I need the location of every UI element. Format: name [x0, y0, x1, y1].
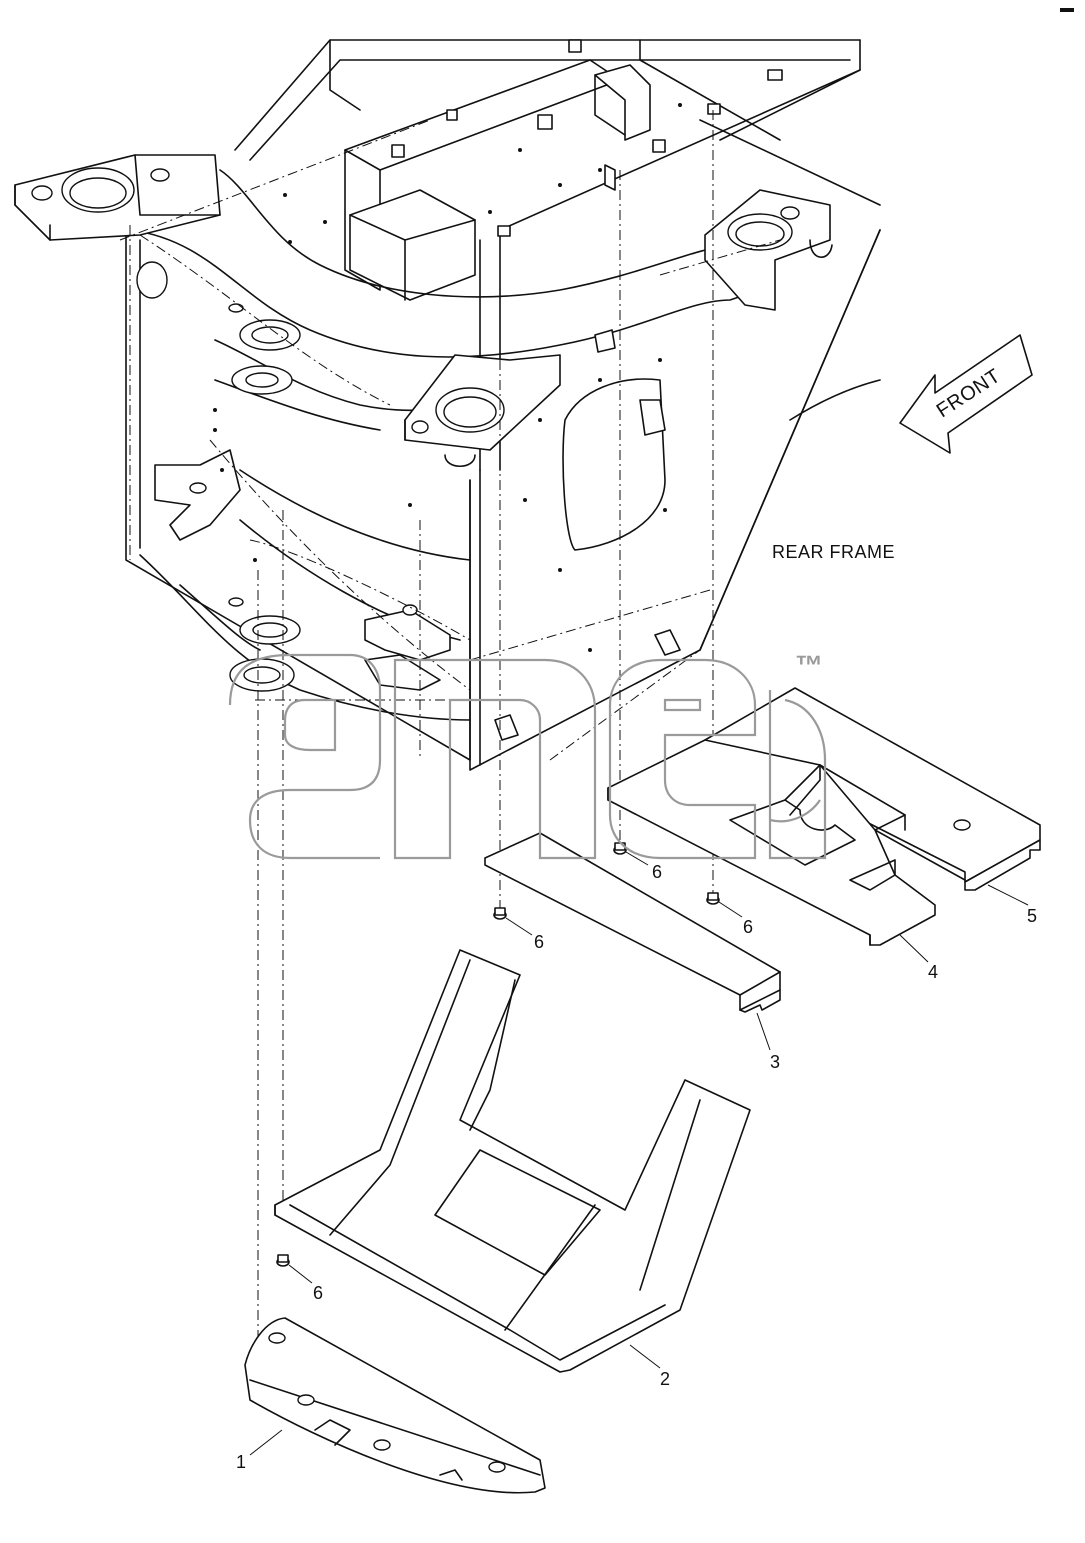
- callout-bolt: 6: [534, 932, 544, 952]
- part-2-cover-plate: [274, 949, 751, 1373]
- part-4-cover-plate: [607, 739, 936, 946]
- callout-bolt: 6: [743, 917, 753, 937]
- rear-frame: [14, 39, 881, 771]
- callout-bolt: 6: [313, 1283, 323, 1303]
- bolt: [613, 842, 627, 855]
- front-direction-arrow: FRONT: [899, 334, 1033, 454]
- bolt: [493, 907, 507, 920]
- callout-part-4: 4: [928, 962, 938, 982]
- bolts: [276, 842, 720, 1267]
- part-5-cover-plate: [704, 687, 1041, 891]
- watermark-logo: ™: [228, 650, 827, 860]
- rivet-holes: [213, 103, 682, 652]
- callout-part-2: 2: [660, 1369, 670, 1389]
- callout-bolt: 6: [652, 862, 662, 882]
- callout-part-5: 5: [1027, 906, 1037, 926]
- diagram-title: REAR FRAME: [772, 542, 895, 562]
- callout-part-3: 3: [770, 1052, 780, 1072]
- callout-part-1: 1: [236, 1452, 246, 1472]
- bolt: [706, 892, 720, 905]
- part-3-cover-plate: [484, 832, 781, 1013]
- leader-lines: [249, 851, 1029, 1456]
- part-1-cover-plate: [244, 1317, 546, 1494]
- bolt: [276, 1254, 290, 1267]
- callouts: 1 2 3 4 5 6 6 6 6: [236, 862, 1037, 1472]
- trademark-symbol: ™: [795, 650, 823, 681]
- corner-mark: [1060, 8, 1074, 12]
